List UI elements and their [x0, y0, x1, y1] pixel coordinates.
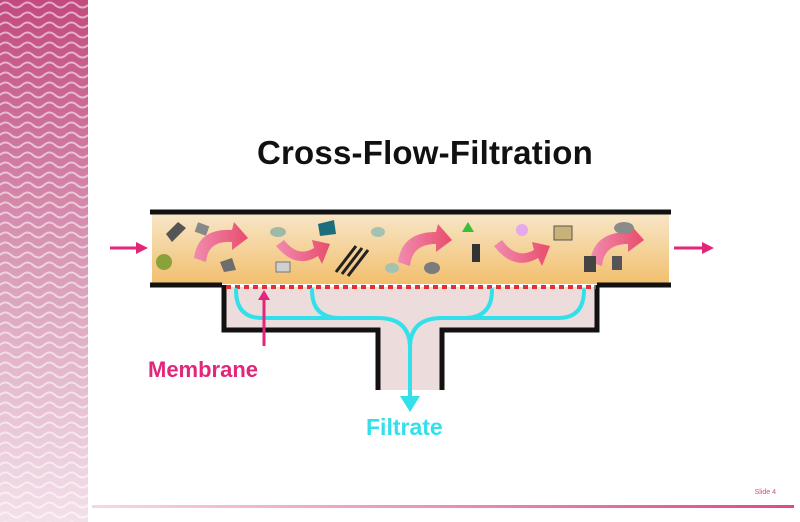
feed-channel: [150, 209, 671, 288]
filtrate-label: Filtrate: [366, 414, 443, 440]
swirl-arrows: [194, 222, 644, 266]
membrane-pointer: [258, 290, 270, 346]
filtrate-flow-lines: [234, 288, 586, 400]
footer-divider: [92, 505, 794, 508]
slide-title: Cross-Flow-Filtration: [256, 134, 594, 171]
suspended-particles: [156, 220, 634, 277]
decorative-wave-band: [0, 0, 88, 522]
slide-number: Slide 4: [754, 489, 776, 496]
filtrate-arrowhead: [400, 396, 420, 412]
membrane-label: Membrane: [148, 357, 258, 382]
inlet-arrow: [110, 242, 148, 254]
outlet-arrow: [674, 242, 714, 254]
